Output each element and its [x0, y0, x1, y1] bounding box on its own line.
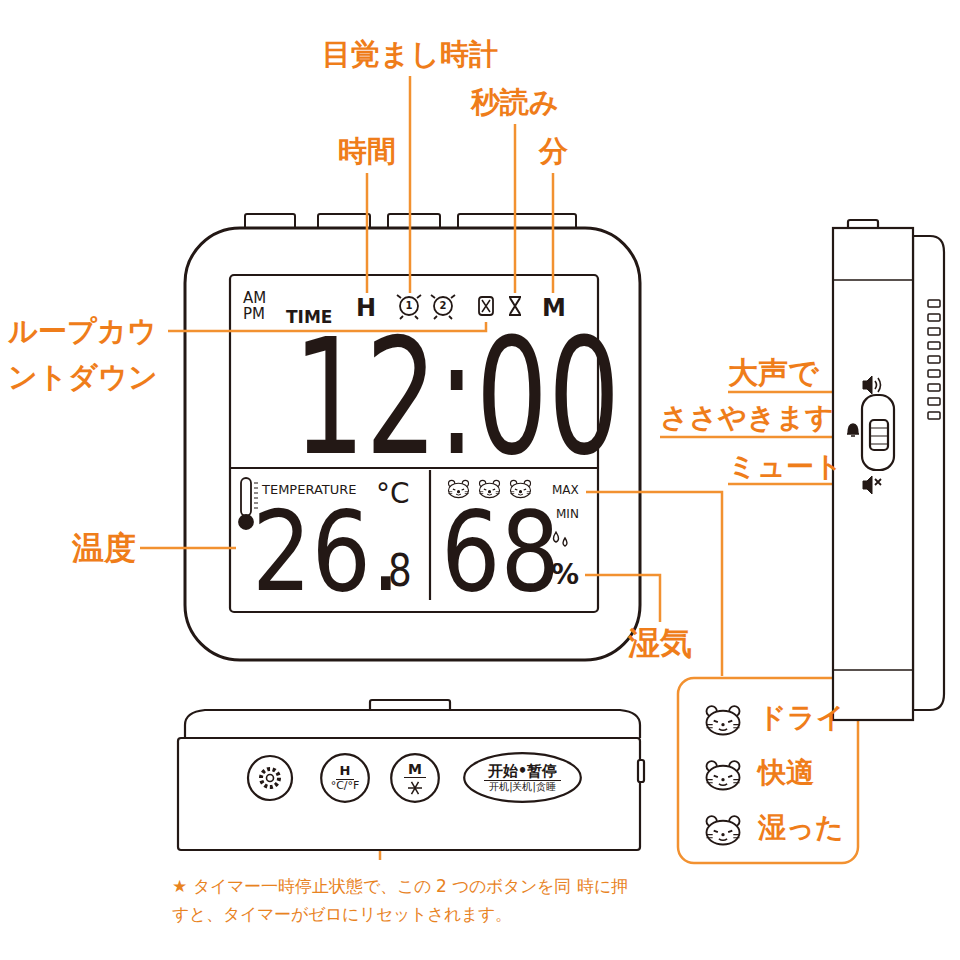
clock-side — [833, 220, 944, 720]
alarm-number: 2 — [440, 301, 447, 311]
button-text: 开机|关机|贪睡 — [485, 781, 560, 793]
clock-front — [185, 214, 640, 660]
callout-label: ループカウ ントダウン — [8, 308, 168, 400]
vent-slot — [928, 300, 940, 307]
lcd-text: TEMPERATURE — [262, 483, 357, 496]
vent-slot — [928, 384, 940, 391]
legend-text: ドライ — [758, 704, 845, 732]
time-digits: 12:00 — [293, 334, 620, 462]
lcd-text: AM — [243, 291, 266, 306]
lcd-text: % — [551, 561, 579, 589]
lcd-text: PM — [243, 307, 265, 322]
legend-icons — [707, 706, 740, 844]
legend-text: 湿った — [758, 814, 844, 842]
button-text: M — [404, 761, 426, 778]
button-shape — [464, 753, 581, 802]
button-outline — [320, 753, 370, 803]
callout-label: 目覚まし時計 — [322, 40, 498, 69]
button-text: 开始•暂停 — [484, 763, 562, 781]
vent-slot — [928, 356, 940, 363]
callout-label: 湿気 — [628, 627, 692, 659]
button-h: H°C/°F — [320, 753, 370, 803]
callout-label: 秒読み — [471, 88, 559, 117]
note-text: ★ タイマー一時停止状態で、この 2 つのボタンを同 時に押すと、タイマーがゼロ… — [172, 872, 642, 928]
button-text: H — [336, 764, 355, 780]
vent-slots — [928, 300, 940, 419]
callout-label: 大声で — [728, 358, 819, 388]
button-m: M — [390, 753, 440, 803]
leader-lines — [140, 76, 858, 860]
button-text: °C/°F — [327, 780, 364, 793]
lcd-text: MAX — [552, 484, 579, 496]
button-shape — [391, 754, 439, 802]
vent-slot — [928, 398, 940, 405]
lcd-text: °C — [376, 480, 410, 508]
lcd-text: H — [356, 296, 376, 320]
snowflake-icon — [408, 782, 422, 794]
button-start: 开始•暂停开机|关机|贪睡 — [463, 752, 582, 803]
temperature-digits: 26. — [252, 508, 401, 596]
alarm-number: 1 — [406, 301, 413, 311]
lcd-text: TIME — [286, 309, 332, 326]
callout-label: 温度 — [72, 532, 136, 564]
clock-bottom — [178, 700, 644, 850]
callout-label: ささやきます — [660, 404, 834, 432]
callout-label: 分 — [539, 137, 568, 166]
callout-label: ミュート — [728, 453, 843, 481]
button-shape — [321, 754, 369, 802]
switch-icons — [847, 376, 881, 494]
vent-slot — [928, 370, 940, 377]
vent-slot — [928, 328, 940, 335]
humidity-digits: 68 — [441, 508, 560, 596]
vent-slot — [928, 342, 940, 349]
vent-slot — [928, 314, 940, 321]
legend-box — [678, 678, 858, 863]
temperature-decimal: 8 — [388, 553, 412, 588]
legend-text: 快適 — [758, 759, 814, 787]
callout-label: 時間 — [338, 137, 396, 166]
lcd-text: M — [542, 296, 566, 320]
vent-slot — [928, 412, 940, 419]
